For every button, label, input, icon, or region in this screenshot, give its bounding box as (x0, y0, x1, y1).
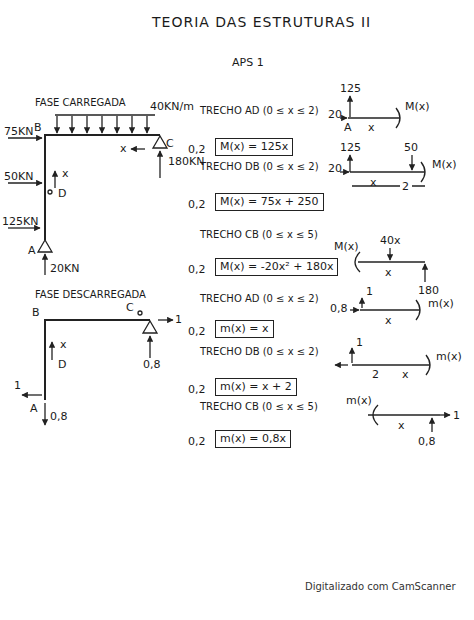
annotation-label: 1 (175, 313, 182, 326)
annotation-label: 1 (14, 379, 21, 392)
equation-text: M(x) = 75x + 250 (220, 195, 319, 208)
annotation-label: x (402, 368, 409, 381)
annotation-label: 0,2 (188, 263, 206, 276)
annotation-label: B (34, 121, 42, 134)
annotation-label: TRECHO AD (0 ≤ x ≤ 2) (200, 292, 319, 305)
annotation-label: TRECHO CB (0 ≤ x ≤ 5) (200, 228, 318, 241)
equation-box: m(x) = x + 2 (215, 378, 297, 396)
annotation-label: 50 (404, 141, 418, 154)
annotation-label: 0,2 (188, 325, 206, 338)
annotation-label: M(x) (334, 240, 359, 253)
annotation-label: x (368, 121, 375, 134)
annotation-label: A (30, 402, 38, 415)
annotation-label: D (58, 187, 66, 200)
annotation-label: C (166, 137, 174, 150)
annotation-label: M(x) (405, 100, 430, 113)
annotation-label: APS 1 (232, 56, 264, 69)
annotation-label: 20 (328, 108, 342, 121)
annotation-label: 125 (340, 82, 361, 95)
annotation-label: m(x) (346, 394, 372, 407)
equation-text: m(x) = x (220, 322, 269, 335)
equation-box: m(x) = 0,8x (215, 430, 291, 448)
annotation-label: 50KN (4, 170, 33, 183)
sheet-title: TEORIA DAS ESTRUTURAS II (152, 16, 371, 29)
annotation-label: Digitalizado com CamScanner (305, 580, 456, 593)
annotation-label: x (385, 314, 392, 327)
annotation-label: x (120, 142, 127, 155)
annotation-label: 40KN/m (150, 100, 194, 113)
annotation-label: TRECHO CB (0 ≤ x ≤ 5) (200, 400, 318, 413)
annotation-label: C (126, 301, 134, 314)
annotation-label: A (28, 244, 36, 257)
annotation-label: m(x) (428, 297, 454, 310)
annotation-label: 125KN (2, 215, 38, 228)
annotation-label: 0,2 (188, 383, 206, 396)
equation-text: M(x) = 125x (220, 140, 288, 153)
annotation-label: 0,8 (418, 435, 436, 448)
equation-text: m(x) = x + 2 (220, 380, 292, 393)
equation-box: M(x) = 125x (215, 138, 293, 156)
annotation-label: A (344, 121, 352, 134)
annotation-label: x (60, 338, 67, 351)
annotation-label: 2 (372, 368, 379, 381)
annotation-label: x (62, 167, 69, 180)
annotation-label: FASE CARREGADA (35, 96, 126, 109)
annotation-label: 75KN (4, 125, 33, 138)
annotation-label: x (398, 419, 405, 432)
annotation-label: TRECHO AD (0 ≤ x ≤ 2) (200, 104, 319, 117)
annotation-label: 0,2 (188, 198, 206, 211)
annotation-label: 125 (340, 141, 361, 154)
annotation-label: 2 (402, 180, 409, 193)
equation-text: M(x) = -20x² + 180x (220, 260, 333, 273)
annotation-label: 20 (328, 162, 342, 175)
annotation-label: 0,8 (143, 358, 161, 371)
annotation-label: x (370, 176, 377, 189)
annotation-label: 180KN (168, 155, 204, 168)
equation-box: m(x) = x (215, 320, 274, 338)
annotation-label: x (385, 266, 392, 279)
annotation-label: TRECHO DB (0 ≤ x ≤ 2) (200, 345, 319, 358)
annotation-label: FASE DESCARREGADA (35, 288, 146, 301)
annotation-label: 1 (366, 285, 373, 298)
equation-box: M(x) = 75x + 250 (215, 193, 324, 211)
annotation-label: TRECHO DB (0 ≤ x ≤ 2) (200, 160, 319, 173)
annotation-label: 0,2 (188, 435, 206, 448)
annotation-label: D (58, 358, 66, 371)
annotation-label: m(x) (436, 350, 462, 363)
annotation-label: 0,8 (330, 302, 348, 315)
annotation-label: 1 (453, 409, 460, 422)
annotation-label: 1 (356, 336, 363, 349)
annotation-label: 0,8 (50, 410, 68, 423)
annotation-label: 0,2 (188, 143, 206, 156)
annotation-label: B (32, 306, 40, 319)
annotation-label: 180 (418, 284, 439, 297)
equation-box: M(x) = -20x² + 180x (215, 258, 338, 276)
annotation-label: 40x (380, 234, 401, 247)
equation-text: m(x) = 0,8x (220, 432, 286, 445)
annotation-label: 20KN (50, 262, 79, 275)
annotation-label: M(x) (432, 158, 457, 171)
